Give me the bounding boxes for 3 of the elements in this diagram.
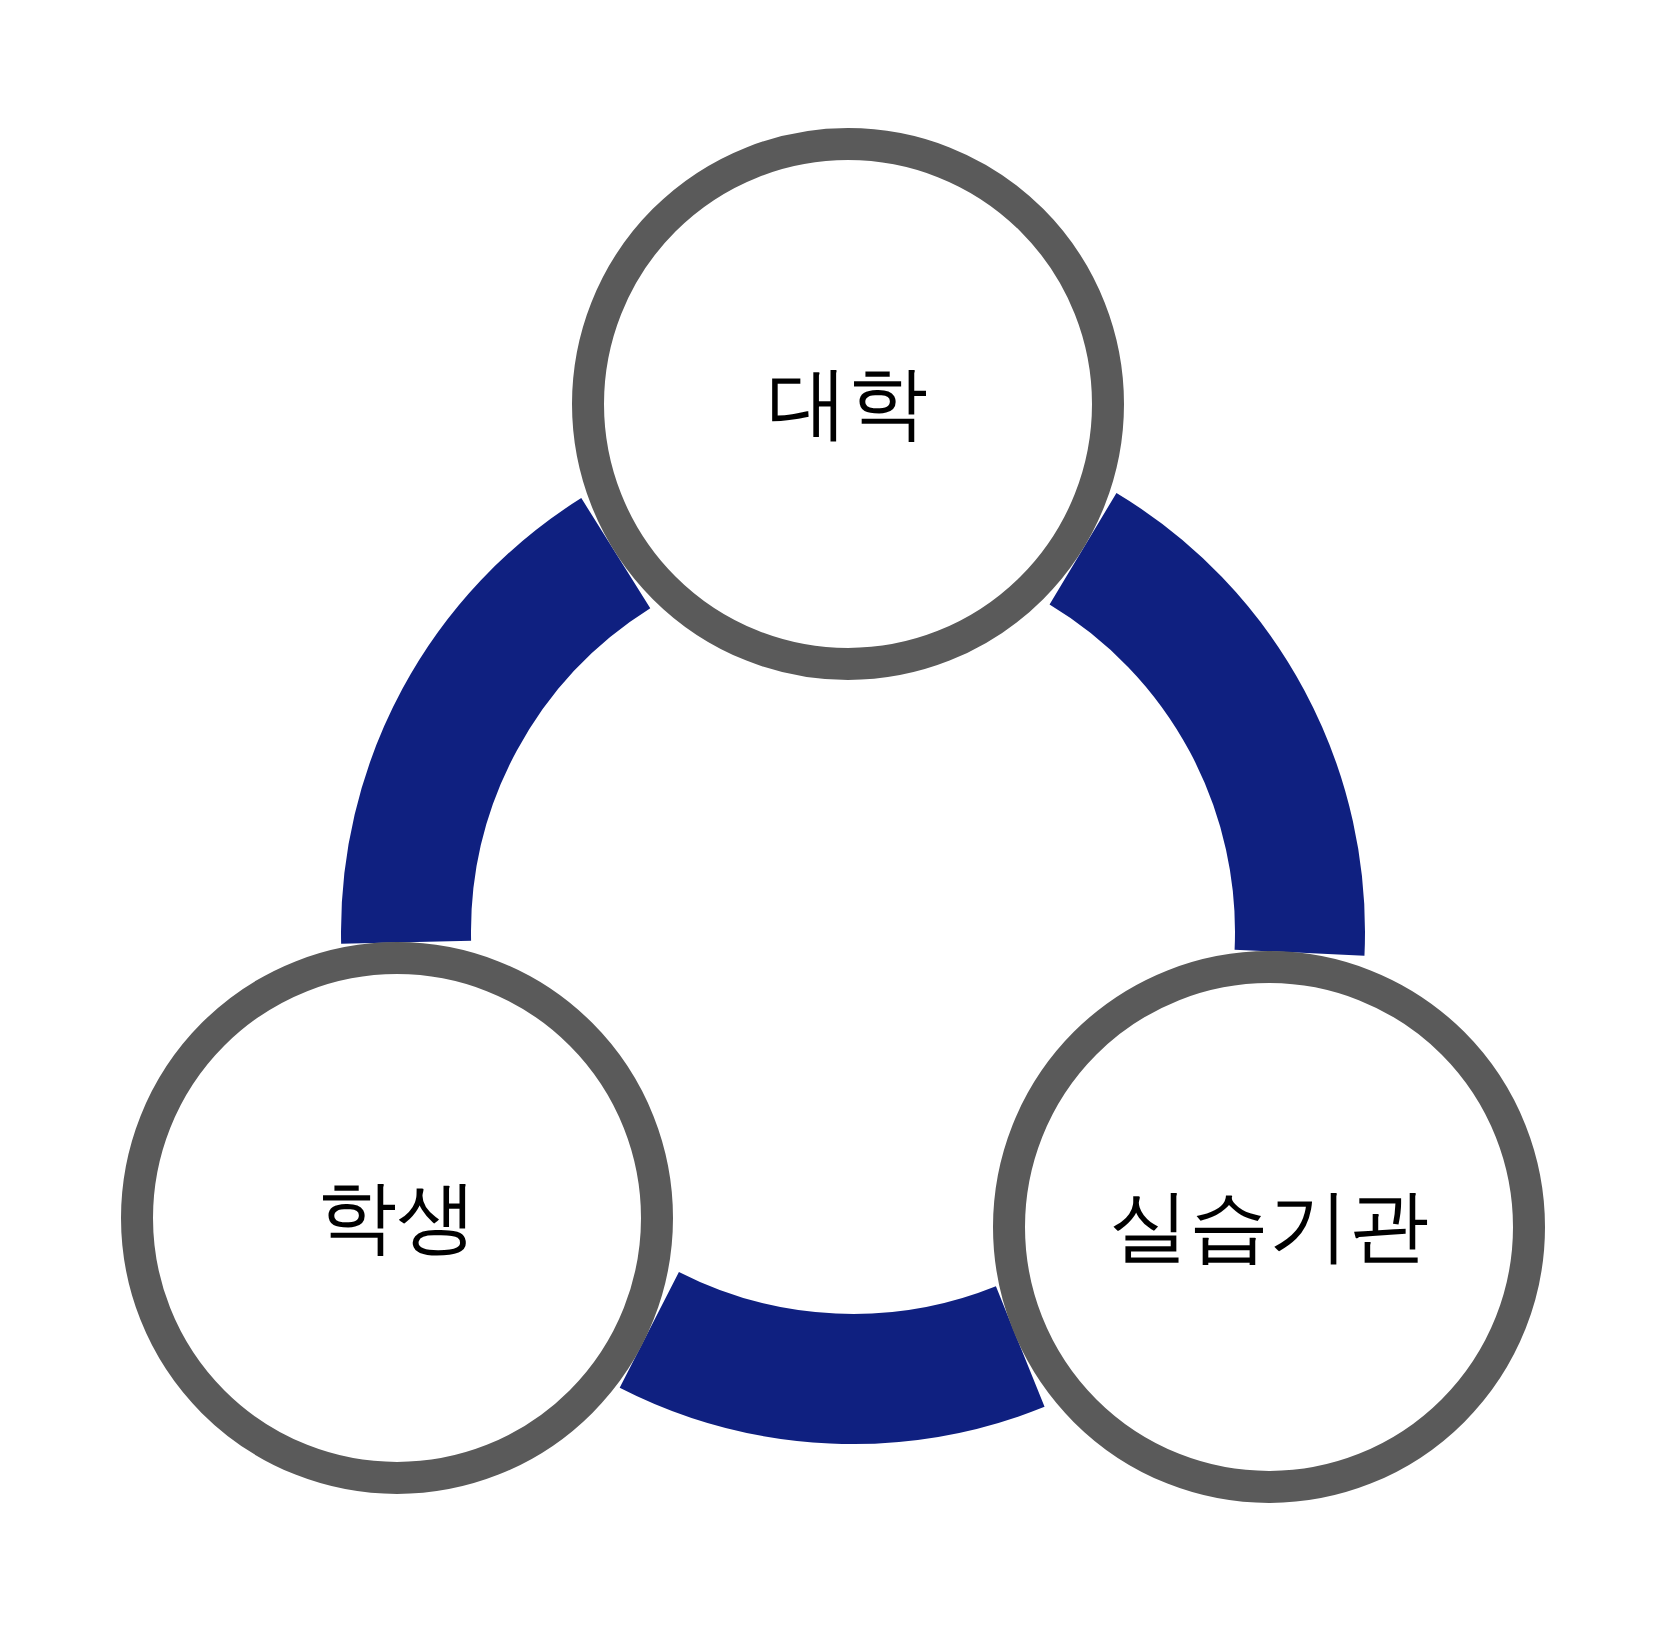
node-label: 대학	[768, 355, 928, 451]
node-label: 학생	[317, 1169, 477, 1265]
node-label: 실습기관	[1109, 1178, 1429, 1274]
